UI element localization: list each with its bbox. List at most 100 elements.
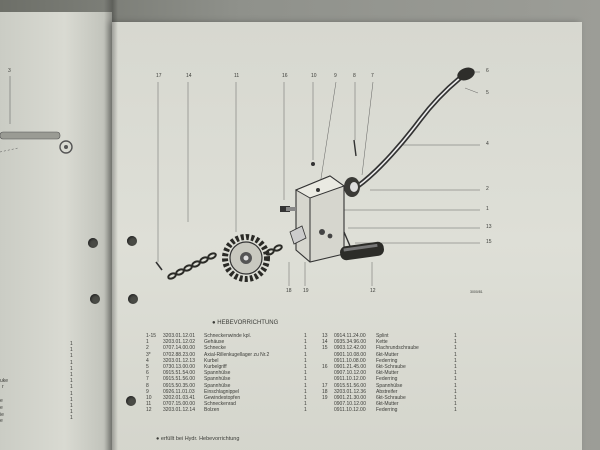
footnote-text: erfüllt bei Hydr. Hebevorrichtung [160,436,240,442]
binding-gutter [104,0,118,450]
cell-name: Kette [376,339,388,346]
callout-number: 17 [156,73,162,79]
cell-pos: 3* [146,351,151,358]
cell-name: Schneckenwinde kpl. [204,333,251,339]
cell-nr: 3203.01.12.14 [163,407,195,414]
cell-qty: 1 [454,351,457,358]
cell-nr: 0911.10.12.00 [334,376,366,383]
cell-nr: 0707.15.00.00 [163,401,195,408]
right-page [112,22,582,450]
punch-hole [90,294,100,304]
cell-name: Splint [376,333,389,339]
cell-qty: 1 [304,382,307,389]
cell-pos: 13 [322,333,328,339]
callout-number: 18 [286,288,292,294]
qty-cell: 1 [70,396,73,403]
section-title: HEBEVORRICHTUNG [217,320,279,326]
cell-pos: 6 [146,370,149,377]
callout-number: 15 [486,239,492,245]
cell-nr: 0911.10.08.00 [334,357,366,364]
punch-hole [128,294,138,304]
left-page [0,12,112,450]
qty-cell: 1 [70,359,73,366]
cell-name: Schnecke [204,345,226,352]
cell-pos: 11 [146,401,152,408]
qty-cell: 1 [70,409,73,416]
cell-name: Federring [376,357,398,364]
callout-number: 8 [353,73,356,79]
cell-nr: 0915.51.56.00 [334,382,366,389]
punch-hole [88,238,98,248]
cell-nr: 0935.34.96.00 [334,339,366,346]
qty-cell: 1 [70,402,73,409]
section-heading: ● HEBEVORRICHTUNG [212,320,279,326]
left-fragment: r [2,384,4,390]
cell-nr: 0907.10.12.00 [334,401,366,408]
cell-pos: 10 [146,394,152,401]
cell-name: 6kt-Schraube [376,394,406,401]
cell-pos: 1 [146,339,149,346]
cell-nr: 0730.13.00.00 [163,363,195,370]
cell-nr: 3203.01.12.36 [334,388,366,395]
cell-qty: 1 [454,407,457,414]
cell-name: Spannhülse [204,382,231,389]
left-fragment: uke [0,378,9,384]
cell-pos: 17 [322,382,328,389]
cell-nr: 0907.10.12.00 [334,370,366,377]
cell-pos: 19 [322,394,328,401]
cell-qty: 1 [454,333,457,339]
cell-nr: 0901.21.45.00 [334,363,366,370]
cell-qty: 1 [454,345,457,352]
cell-qty: 1 [454,382,457,389]
cell-name: Federring [376,407,398,414]
cell-nr: 0926.11.01.03 [163,388,195,395]
qty-cell: 1 [70,353,73,360]
cell-qty: 1 [454,357,457,364]
cell-name: 6kt-Schraube [376,363,406,370]
cell-pos: 5 [146,363,149,370]
cell-pos: 14 [322,339,328,346]
cell-nr: 0702.88.23.00 [163,351,195,358]
cell-name: Spannhülse [204,376,231,383]
cell-name: Einschlagnippel [204,388,240,395]
left-fragment: e [0,418,3,424]
cell-name: 6kt-Mutter [376,401,399,408]
cell-name: Flachrundschraube [376,345,419,352]
cell-nr: 0914.11.24.00 [334,333,366,339]
cell-name: Kurbelgriff [204,363,227,370]
callout-number: 11 [234,73,240,79]
punch-hole [126,396,136,406]
cell-name: Gewindestopfen [204,394,241,401]
cell-qty: 1 [454,363,457,370]
drawing-code: 3000/81 [470,290,483,294]
left-fragment: e [0,398,3,404]
footnote: ● erfüllt bei Hydr. Hebevorrichtung [156,436,240,442]
cell-pos: 2 [146,345,149,352]
cell-qty: 1 [304,345,307,352]
left-fragment: ie [0,412,4,418]
left-fragment: e [0,405,3,411]
cell-nr: 0911.10.12.00 [334,407,366,414]
cell-qty: 1 [304,370,307,377]
cell-pos: 4 [146,357,149,364]
cell-nr: 3202.01.03.41 [163,394,195,401]
cell-qty: 1 [454,376,457,383]
cell-pos: 12 [146,407,152,414]
cell-name: Abstreifer [376,388,398,395]
cell-pos: 7 [146,376,149,383]
callout-number: 5 [486,90,489,96]
cell-name: Gehäuse [204,339,225,346]
cell-qty: 1 [304,376,307,383]
cell-name: Spannhülse [204,370,231,377]
cell-name: Bolzen [204,407,220,414]
qty-cell: 1 [70,415,73,422]
callout-number: 10 [311,73,317,79]
cell-qty: 1 [454,339,457,346]
cell-qty: 1 [304,401,307,408]
cell-nr: 0915.51.56.00 [163,376,195,383]
cell-qty: 1 [304,388,307,395]
